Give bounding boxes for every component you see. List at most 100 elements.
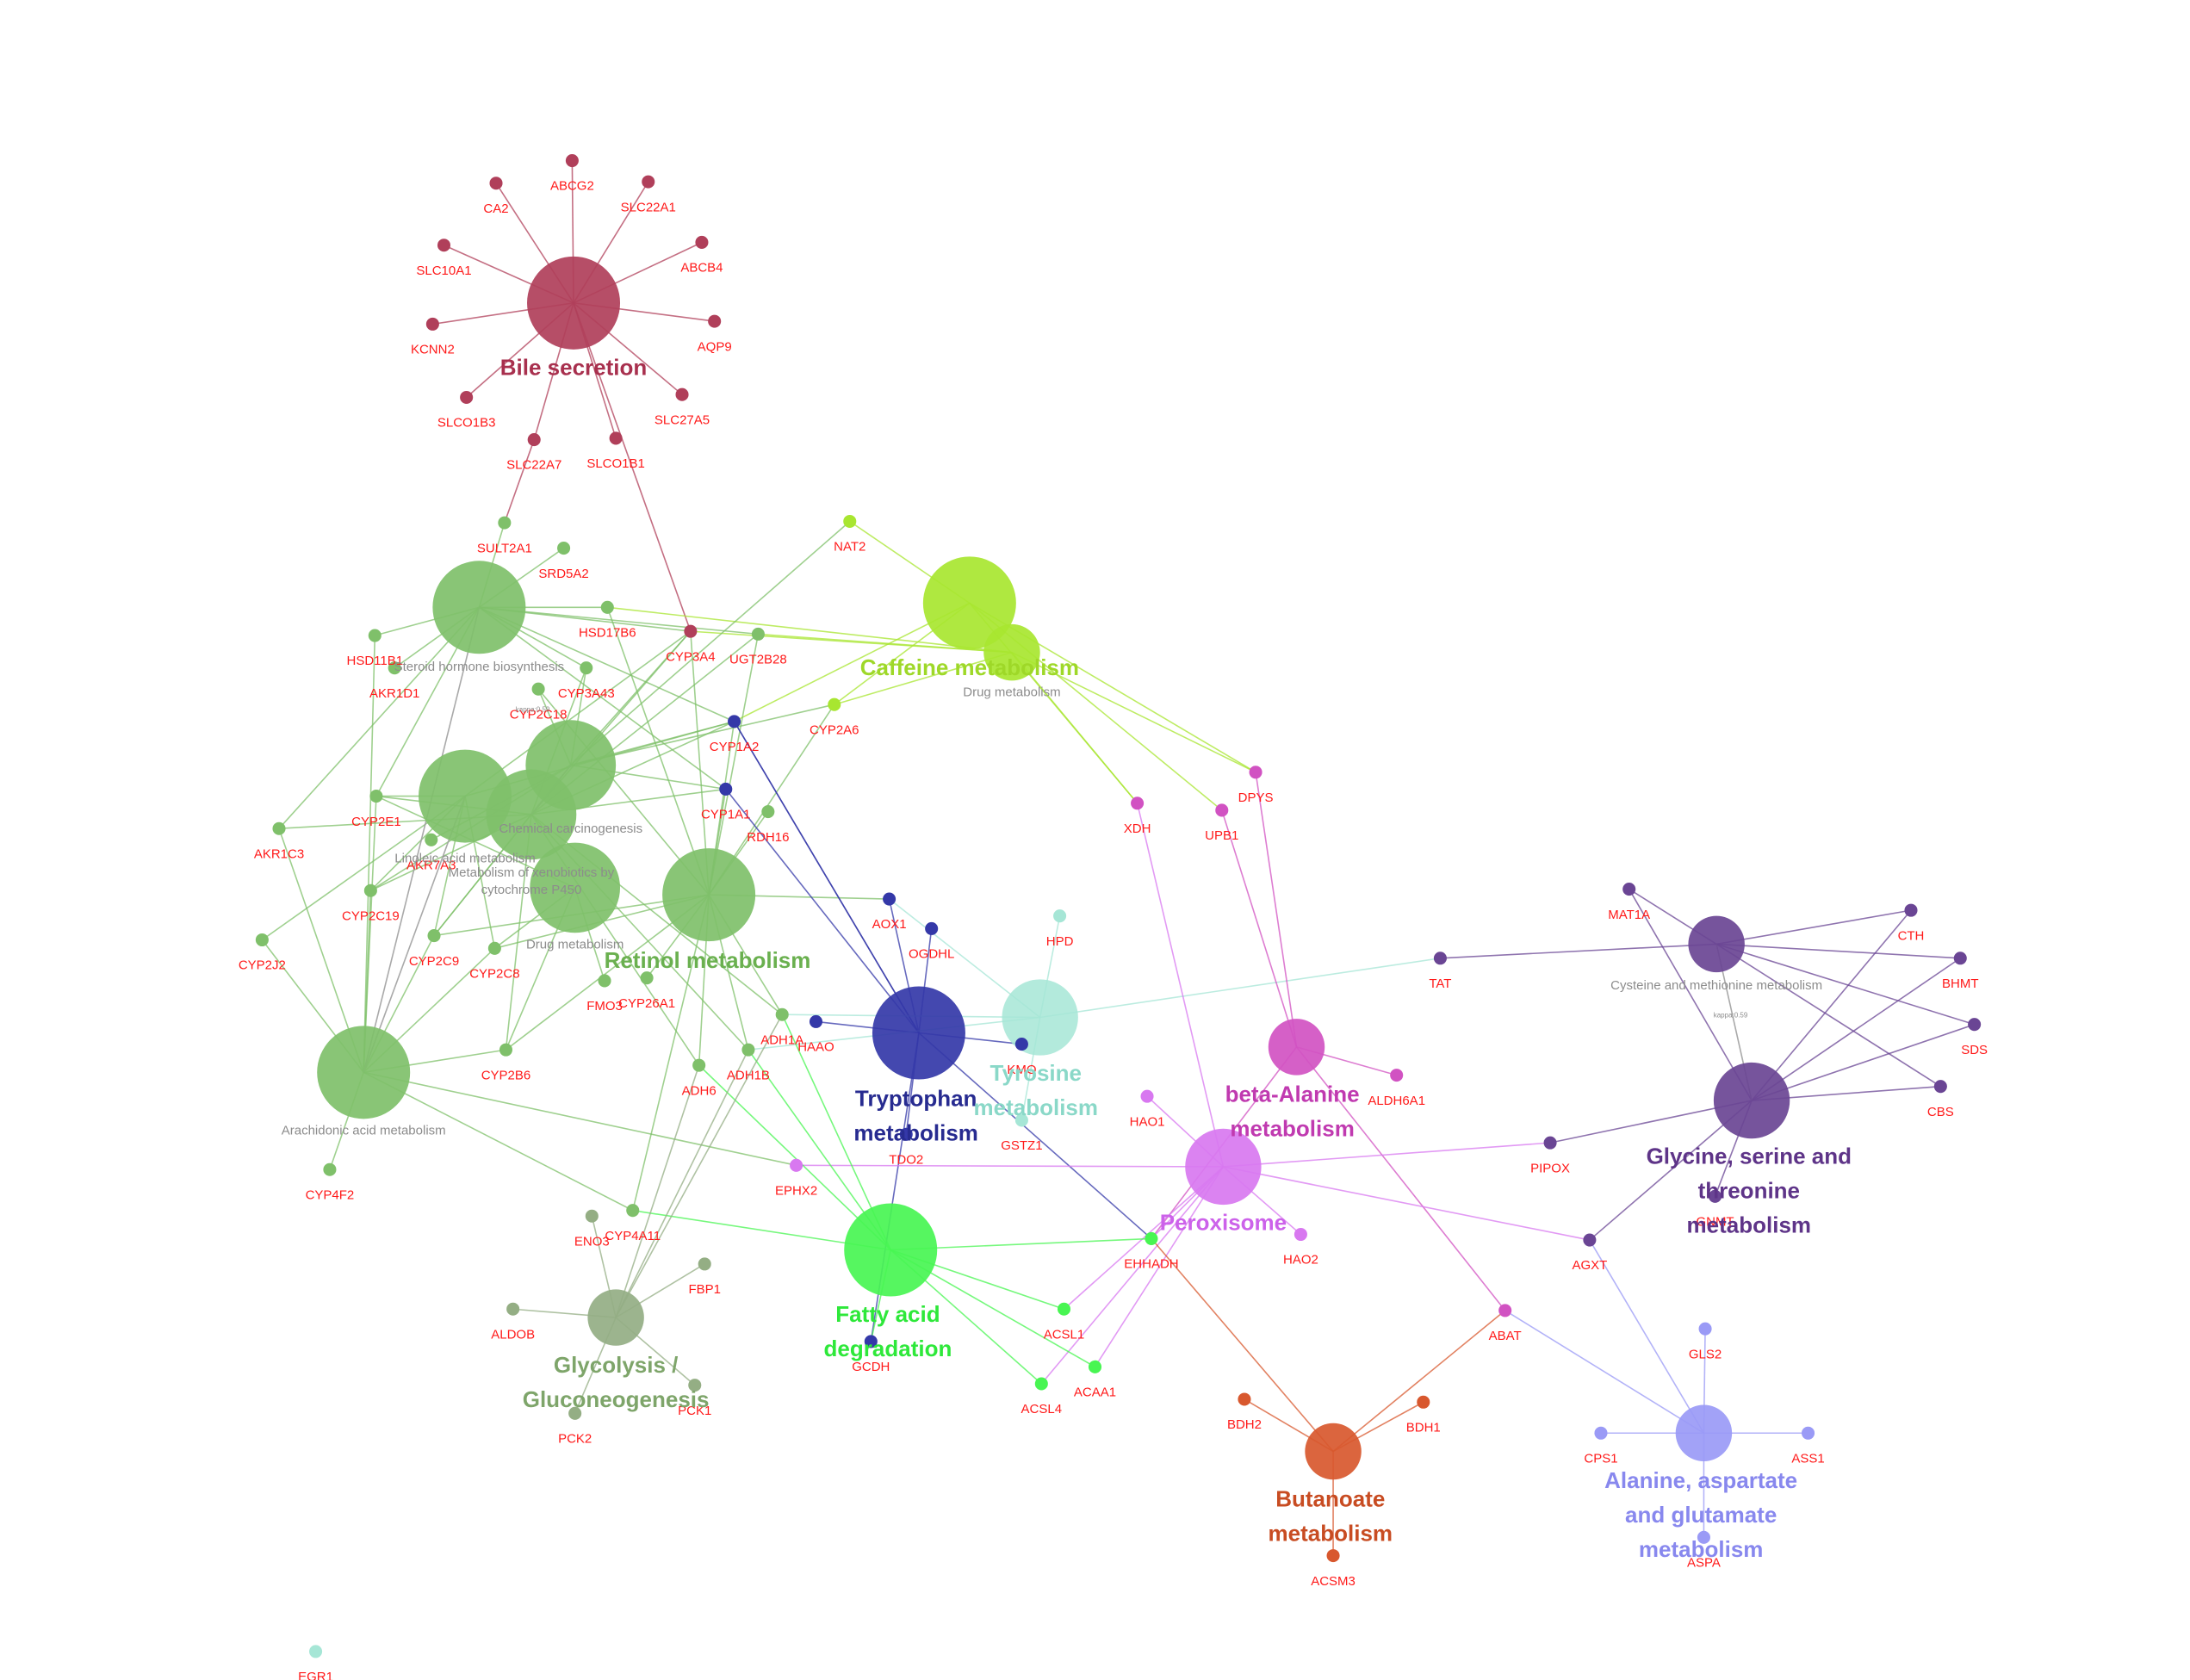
gene-node-ogdhl[interactable] <box>925 921 939 935</box>
gene-node-abat[interactable] <box>1498 1304 1512 1317</box>
gene-node-abcg2[interactable] <box>565 154 579 168</box>
gene-node-akr1c3[interactable] <box>272 821 286 835</box>
term-node-drugmet2[interactable] <box>530 842 621 933</box>
gene-node-cyp2b6[interactable] <box>499 1043 513 1057</box>
gene-node-aldh6a1[interactable] <box>1390 1069 1404 1082</box>
gene-node-pipox[interactable] <box>1543 1136 1557 1150</box>
gene-node-hao2[interactable] <box>1294 1227 1307 1242</box>
gene-node-slc10a1[interactable] <box>437 239 451 252</box>
gene-node-bdh1[interactable] <box>1417 1395 1430 1409</box>
term-node-retinol[interactable] <box>662 848 756 942</box>
term-node-fatty[interactable] <box>844 1203 938 1297</box>
gene-node-ass1[interactable] <box>1802 1426 1815 1440</box>
gene-node-cps1[interactable] <box>1594 1426 1608 1440</box>
term-node-caffeine[interactable] <box>922 556 1016 650</box>
gene-node-sds[interactable] <box>1968 1018 1982 1032</box>
gene-node-dpys[interactable] <box>1249 766 1263 779</box>
gene-node-acsl4[interactable] <box>1034 1377 1048 1391</box>
gene-node-cyp2c8[interactable] <box>487 941 501 955</box>
term-node-buta[interactable] <box>1305 1423 1362 1480</box>
gene-node-tat[interactable] <box>1433 952 1447 965</box>
gene-node-slc22a7[interactable] <box>527 433 541 447</box>
gene-node-cyp4a11[interactable] <box>626 1204 640 1218</box>
gene-node-gnmt[interactable] <box>1708 1189 1722 1203</box>
gene-node-aldob[interactable] <box>506 1302 520 1316</box>
gene-node-haao[interactable] <box>809 1014 823 1028</box>
gene-node-kmo[interactable] <box>1014 1038 1028 1051</box>
gene-node-acsm3[interactable] <box>1326 1549 1340 1563</box>
gene-node-acsl1[interactable] <box>1057 1302 1071 1316</box>
gene-node-adh1a[interactable] <box>775 1007 789 1021</box>
gene-node-cyp4f2[interactable] <box>323 1162 337 1176</box>
gene-node-abcb4[interactable] <box>695 235 709 249</box>
gene-node-pck1[interactable] <box>688 1379 702 1392</box>
gene-node-slc22a1[interactable] <box>642 175 655 189</box>
gene-node-gstz1[interactable] <box>1014 1113 1028 1127</box>
gene-node-nat2[interactable] <box>843 514 857 529</box>
gene-node-cyp2c18[interactable] <box>531 682 545 696</box>
gene-node-rdh16[interactable] <box>761 805 775 819</box>
term-node-steroid[interactable] <box>432 561 526 654</box>
gene-node-slc27a5[interactable] <box>675 387 689 401</box>
term-node-alan[interactable] <box>1675 1404 1733 1461</box>
gene-node-cyp2a6[interactable] <box>828 697 841 711</box>
gene-node-cyp2e1[interactable] <box>369 790 383 803</box>
gene-node-upb1[interactable] <box>1215 803 1229 817</box>
gene-node-kcnn2[interactable] <box>425 317 439 331</box>
gene-node-adh6[interactable] <box>692 1058 706 1072</box>
gene-node-aspa[interactable] <box>1697 1530 1710 1544</box>
gene-node-aox1[interactable] <box>883 892 896 906</box>
gene-node-acaa1[interactable] <box>1088 1360 1102 1373</box>
gene-node-ephx2[interactable] <box>790 1158 803 1172</box>
gene-node-akr7a3[interactable] <box>425 833 438 846</box>
gene-node-hao1[interactable] <box>1140 1089 1154 1103</box>
gene-node-gcdh[interactable] <box>864 1335 878 1348</box>
gene-node-ugt2b28[interactable] <box>751 627 765 641</box>
term-node-bile[interactable] <box>527 256 621 350</box>
term-node-bala[interactable] <box>1268 1019 1325 1076</box>
term-node-glyco[interactable] <box>587 1289 644 1346</box>
term-node-trp[interactable] <box>872 986 965 1080</box>
gene-node-slco1b1[interactable] <box>609 431 623 445</box>
gene-node-slco1b3[interactable] <box>460 390 474 404</box>
gene-node-cyp1a2[interactable] <box>728 715 741 728</box>
gene-node-aqp9[interactable] <box>708 314 722 328</box>
gene-node-hpd[interactable] <box>1053 909 1067 923</box>
term-node-xeno[interactable] <box>486 769 577 860</box>
gene-node-cth[interactable] <box>1904 903 1918 917</box>
gene-node-agxt[interactable] <box>1583 1233 1597 1247</box>
gene-node-adh1b[interactable] <box>741 1043 755 1057</box>
gene-node-pck2[interactable] <box>568 1406 582 1420</box>
gene-node-sult2a1[interactable] <box>498 516 512 530</box>
term-node-cys[interactable] <box>1688 915 1745 973</box>
term-node-perox[interactable] <box>1185 1128 1262 1206</box>
gene-node-eno3[interactable] <box>585 1209 599 1223</box>
gene-node-cbs[interactable] <box>1933 1080 1947 1094</box>
gene-node-fmo3[interactable] <box>598 974 611 988</box>
gene-node-egr1[interactable] <box>309 1645 323 1658</box>
gene-node-fbp1[interactable] <box>698 1257 711 1271</box>
term-node-tyr[interactable] <box>1002 979 1078 1056</box>
gene-node-ehhadh[interactable] <box>1145 1231 1158 1245</box>
gene-node-mat1a[interactable] <box>1622 883 1636 896</box>
gene-node-cyp2c9[interactable] <box>427 929 441 943</box>
gene-node-srd5a2[interactable] <box>557 542 571 555</box>
gene-node-cyp3a43[interactable] <box>580 661 593 675</box>
gene-node-akr1d1[interactable] <box>388 661 401 675</box>
gene-node-cyp26a1[interactable] <box>640 971 654 985</box>
gene-node-cyp3a4[interactable] <box>684 624 698 638</box>
term-node-arach[interactable] <box>317 1026 411 1119</box>
gene-node-cyp1a1[interactable] <box>719 782 733 796</box>
gene-node-cyp2c19[interactable] <box>363 883 377 897</box>
gene-node-xdh[interactable] <box>1131 797 1145 810</box>
gene-node-tdo2[interactable] <box>899 1127 913 1141</box>
gene-node-ca2[interactable] <box>489 177 503 190</box>
gene-node-bdh2[interactable] <box>1238 1392 1251 1406</box>
gene-node-gls2[interactable] <box>1698 1322 1712 1336</box>
gene-node-cyp2j2[interactable] <box>255 933 269 947</box>
term-node-gly[interactable] <box>1713 1062 1790 1139</box>
gene-node-hsd17b6[interactable] <box>600 600 614 614</box>
term-node-drugmet[interactable] <box>983 623 1040 681</box>
gene-node-bhmt[interactable] <box>1953 952 1967 965</box>
gene-node-hsd11b1[interactable] <box>368 629 382 642</box>
